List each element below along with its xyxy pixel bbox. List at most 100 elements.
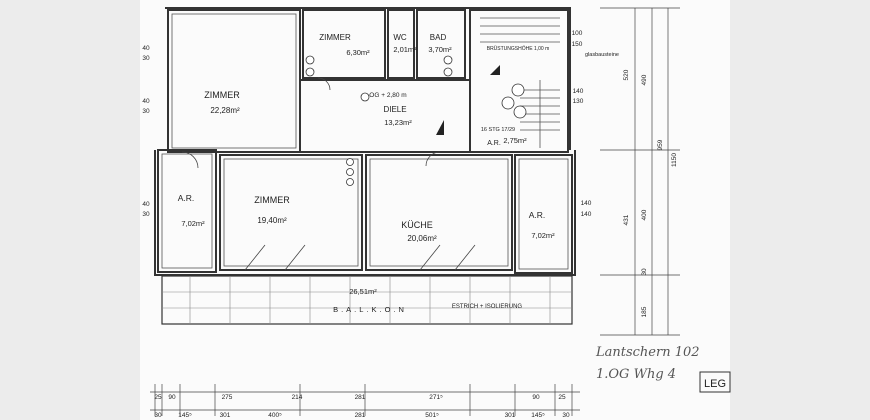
wall-zimmer-s: [219, 154, 363, 271]
stair-height-note: BRÜSTUNGSHÖHE 1,00 m: [487, 45, 550, 52]
dim-label: 40: [142, 201, 150, 208]
wall-ar-w: [157, 149, 217, 273]
outer-wall-lower: [154, 150, 576, 276]
dim-label: 30: [142, 108, 150, 115]
ceiling-light-icon: [360, 92, 370, 102]
door-swings: [181, 77, 476, 271]
room-area-zimmer-s: 19,40m²: [257, 216, 287, 225]
room-area-balkon: 26,51m²: [349, 287, 377, 296]
dim-label: 431: [623, 214, 630, 225]
dim-label: 30: [641, 268, 648, 276]
room-name-zimmer-n: ZIMMER: [319, 33, 351, 42]
dim-label: 490: [641, 74, 648, 85]
outlet-icon: [443, 55, 453, 65]
dim-label: 30: [142, 55, 150, 62]
meter-icon: [501, 96, 515, 110]
wall-diele: [300, 79, 471, 153]
wall-kueche: [365, 154, 513, 271]
room-area-zimmer-n: 6,30m²: [346, 48, 370, 57]
room-name-diele: DIELE: [383, 105, 406, 114]
wall-ar-e: [514, 154, 573, 274]
room-name-bad: BAD: [430, 33, 447, 42]
stair-treads: [480, 17, 560, 148]
dim-label: 214: [292, 394, 303, 401]
og-level-label: OG + 2,80 m: [369, 92, 406, 99]
room-area-kueche: 20,06m²: [407, 234, 437, 243]
dim-label: 1150: [671, 153, 678, 167]
dim-label: 140: [581, 211, 592, 218]
outlet-icon: [346, 158, 354, 166]
outlet-icon: [305, 55, 315, 65]
outlet-icon: [346, 178, 354, 186]
room-name-balkon: B.A.L.K.O.N: [333, 305, 407, 314]
room-area-zimmer-nw: 22,28m²: [210, 106, 240, 115]
room-name-ar-w: A.R.: [178, 193, 195, 203]
plan-sheet: [140, 0, 730, 420]
room-name-zimmer-nw: ZIMMER: [204, 90, 240, 100]
dim-label: 501⁵: [425, 412, 439, 419]
right-margin: [730, 0, 870, 420]
dim-label: 275: [222, 394, 233, 401]
dim-label: 400⁵: [268, 412, 282, 419]
dim-label: 90: [532, 394, 540, 401]
stair-arrow-icon: [490, 65, 500, 75]
meter-icon: [513, 105, 527, 119]
room-name-zimmer-s: ZIMMER: [254, 195, 290, 205]
dim-label: 959: [657, 139, 664, 150]
room-area-ar-e: 7,02m²: [531, 231, 555, 240]
wall-zimmer-nw: [167, 9, 301, 153]
dim-label: 185: [641, 306, 648, 317]
dim-label: 145⁵: [178, 412, 192, 419]
stair-note: 16 STG 17/29: [481, 127, 515, 133]
balkon-outline: [161, 275, 573, 325]
room-area-diele: 13,23m²: [384, 118, 412, 127]
diele-arrow-icon: [436, 120, 444, 135]
room-name-kueche: KÜCHE: [401, 220, 433, 230]
legend-label: LEG: [704, 378, 726, 390]
outlet-icon: [443, 67, 453, 77]
dim-label: 40: [142, 98, 150, 105]
handwritten-unit: 1.OG Whg 4: [596, 367, 676, 382]
dim-label: 130: [573, 98, 584, 105]
dim-label: 140: [573, 88, 584, 95]
dim-label: 520: [623, 69, 630, 80]
wall-wc: [387, 9, 415, 79]
dim-label: 150: [572, 41, 583, 48]
dim-label: 30: [154, 412, 162, 419]
dim-label: 281: [355, 394, 366, 401]
dim-label: 271⁵: [429, 394, 443, 401]
room-name-wc: WC: [393, 33, 407, 42]
dim-label: 301: [220, 412, 231, 419]
legend-box: [699, 371, 731, 393]
dim-label: 281: [355, 412, 366, 419]
dim-label: 145⁵: [531, 412, 545, 419]
left-margin: [0, 0, 140, 420]
room-name-ar-stair: A.R.: [487, 140, 501, 147]
glass-block-note: glasbausteine: [585, 52, 619, 58]
dim-label: 140: [581, 200, 592, 207]
wall-zimmer-n: [302, 9, 386, 79]
right-dimension-lines: [600, 7, 680, 336]
room-area-bad: 3,70m²: [428, 45, 452, 54]
dim-label: 400: [641, 209, 648, 220]
meter-icon: [511, 83, 525, 97]
bottom-dimension-lines: [150, 384, 580, 416]
room-area-ar-w: 7,02m²: [181, 219, 205, 228]
handwritten-address: Lantschern 102: [595, 345, 700, 360]
wall-bad: [416, 9, 466, 79]
dim-label: 100: [572, 30, 583, 37]
dim-label: 30: [142, 211, 150, 218]
room-area-wc: 2,01m²: [393, 45, 417, 54]
dim-label: 301: [505, 412, 516, 419]
room-name-ar-e: A.R.: [529, 210, 546, 220]
dim-label: 90: [168, 394, 176, 401]
outlet-icon: [346, 168, 354, 176]
dim-label: 40: [142, 45, 150, 52]
dim-label: 25: [558, 394, 566, 401]
dim-label: 30: [562, 412, 570, 419]
dim-label: 25: [154, 394, 162, 401]
balkon-note: ESTRICH + ISOLIERUNG: [452, 304, 523, 310]
balkon-tiles: [162, 276, 572, 324]
room-area-ar-stair: 2,75m²: [503, 136, 527, 145]
